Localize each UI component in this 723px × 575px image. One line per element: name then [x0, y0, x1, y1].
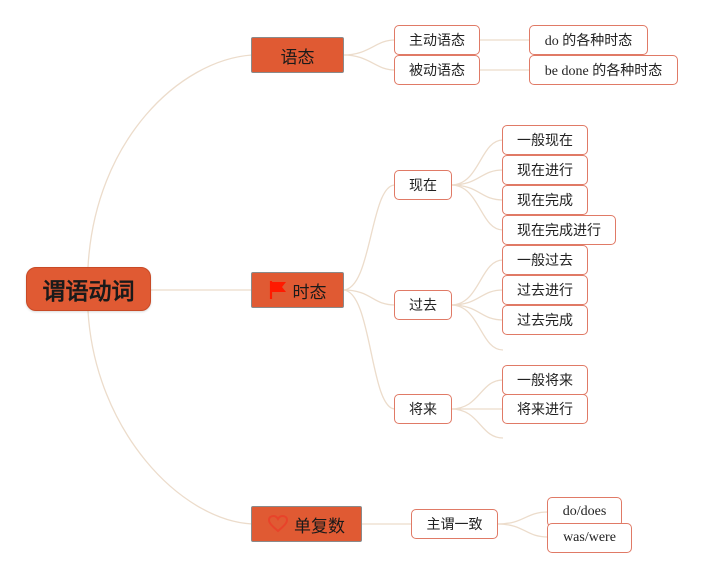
node-subject-verb-agreement[interactable]: 主谓一致 [411, 509, 498, 539]
leaf-do-tenses-label: do 的各种时态 [544, 34, 633, 49]
branch-number[interactable]: 单复数 [251, 506, 362, 542]
leaf-present-perfect[interactable]: 现在完成 [502, 185, 588, 215]
leaf-simple-future[interactable]: 一般将来 [502, 365, 588, 395]
leaf-simple-present[interactable]: 一般现在 [502, 125, 588, 155]
leaf-present-continuous[interactable]: 现在进行 [502, 155, 588, 185]
node-passive-voice[interactable]: 被动语态 [394, 55, 480, 85]
node-active-voice[interactable]: 主动语态 [394, 25, 480, 55]
leaf-do-does[interactable]: do/does [547, 497, 622, 527]
leaf-do-tenses[interactable]: do 的各种时态 [529, 25, 648, 55]
leaf-was-were[interactable]: was/were [547, 523, 632, 553]
branch-number-label: 单复数 [294, 516, 345, 537]
leaf-future-continuous[interactable]: 将来进行 [502, 394, 588, 424]
leaf-was-were-label: was/were [563, 530, 616, 545]
leaf-past-perfect[interactable]: 过去完成 [502, 305, 588, 335]
leaf-simple-past[interactable]: 一般过去 [502, 245, 588, 275]
root-node[interactable]: 谓语动词 [26, 267, 151, 311]
leaf-be-done-tenses[interactable]: be done 的各种时态 [529, 55, 678, 85]
node-future[interactable]: 将来 [394, 394, 452, 424]
leaf-do-does-label: do/does [562, 504, 607, 519]
node-present[interactable]: 现在 [394, 170, 452, 200]
flag-icon [269, 280, 287, 300]
node-past[interactable]: 过去 [394, 290, 452, 320]
leaf-present-perfect-continuous[interactable]: 现在完成进行 [502, 215, 616, 245]
branch-voice[interactable]: 语态 [251, 37, 344, 73]
branch-tense[interactable]: 时态 [251, 272, 344, 308]
leaf-past-continuous[interactable]: 过去进行 [502, 275, 588, 305]
branch-voice-label: 语态 [280, 47, 315, 68]
branch-tense-label: 时态 [292, 282, 327, 303]
heart-icon [267, 514, 289, 533]
leaf-be-done-tenses-label: be done 的各种时态 [544, 64, 663, 79]
